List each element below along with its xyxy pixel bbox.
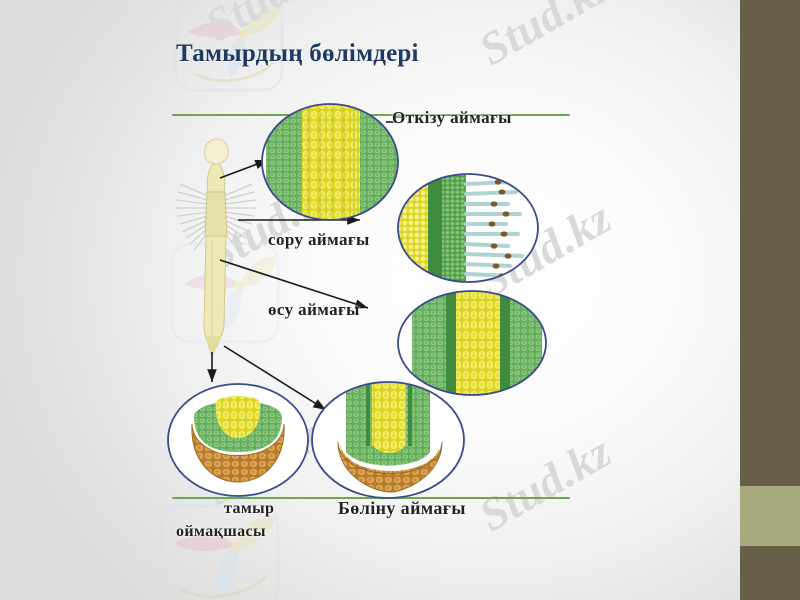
root-zones-diagram: Өткізу аймағы сору аймағы өсу аймағы там… [150,100,610,560]
absorption-micrograph [397,173,539,283]
growth-micrograph [397,290,547,396]
watermark-text: Stud.kz [470,0,620,76]
conducting-micrograph [261,103,399,221]
label-root-cap-line1: тамыр [224,500,275,517]
rootcap-micrograph [167,383,309,497]
label-root-cap-line2: оймақшасы [176,523,266,540]
diagram-divider-bottom [172,497,570,499]
root-anatomy-illustration [167,103,547,499]
label-conducting-zone: Өткізу аймағы [392,108,512,127]
label-division-zone: Бөліну аймағы [338,498,466,518]
division-micrograph [311,381,465,499]
root-specimen-illustration [175,138,257,356]
page-title: Тамырдың бөлімдері [176,40,419,67]
label-absorption-zone: сору аймағы [268,230,370,249]
label-growth-zone: өсу аймағы [268,300,360,319]
right-accent-block [740,486,800,546]
